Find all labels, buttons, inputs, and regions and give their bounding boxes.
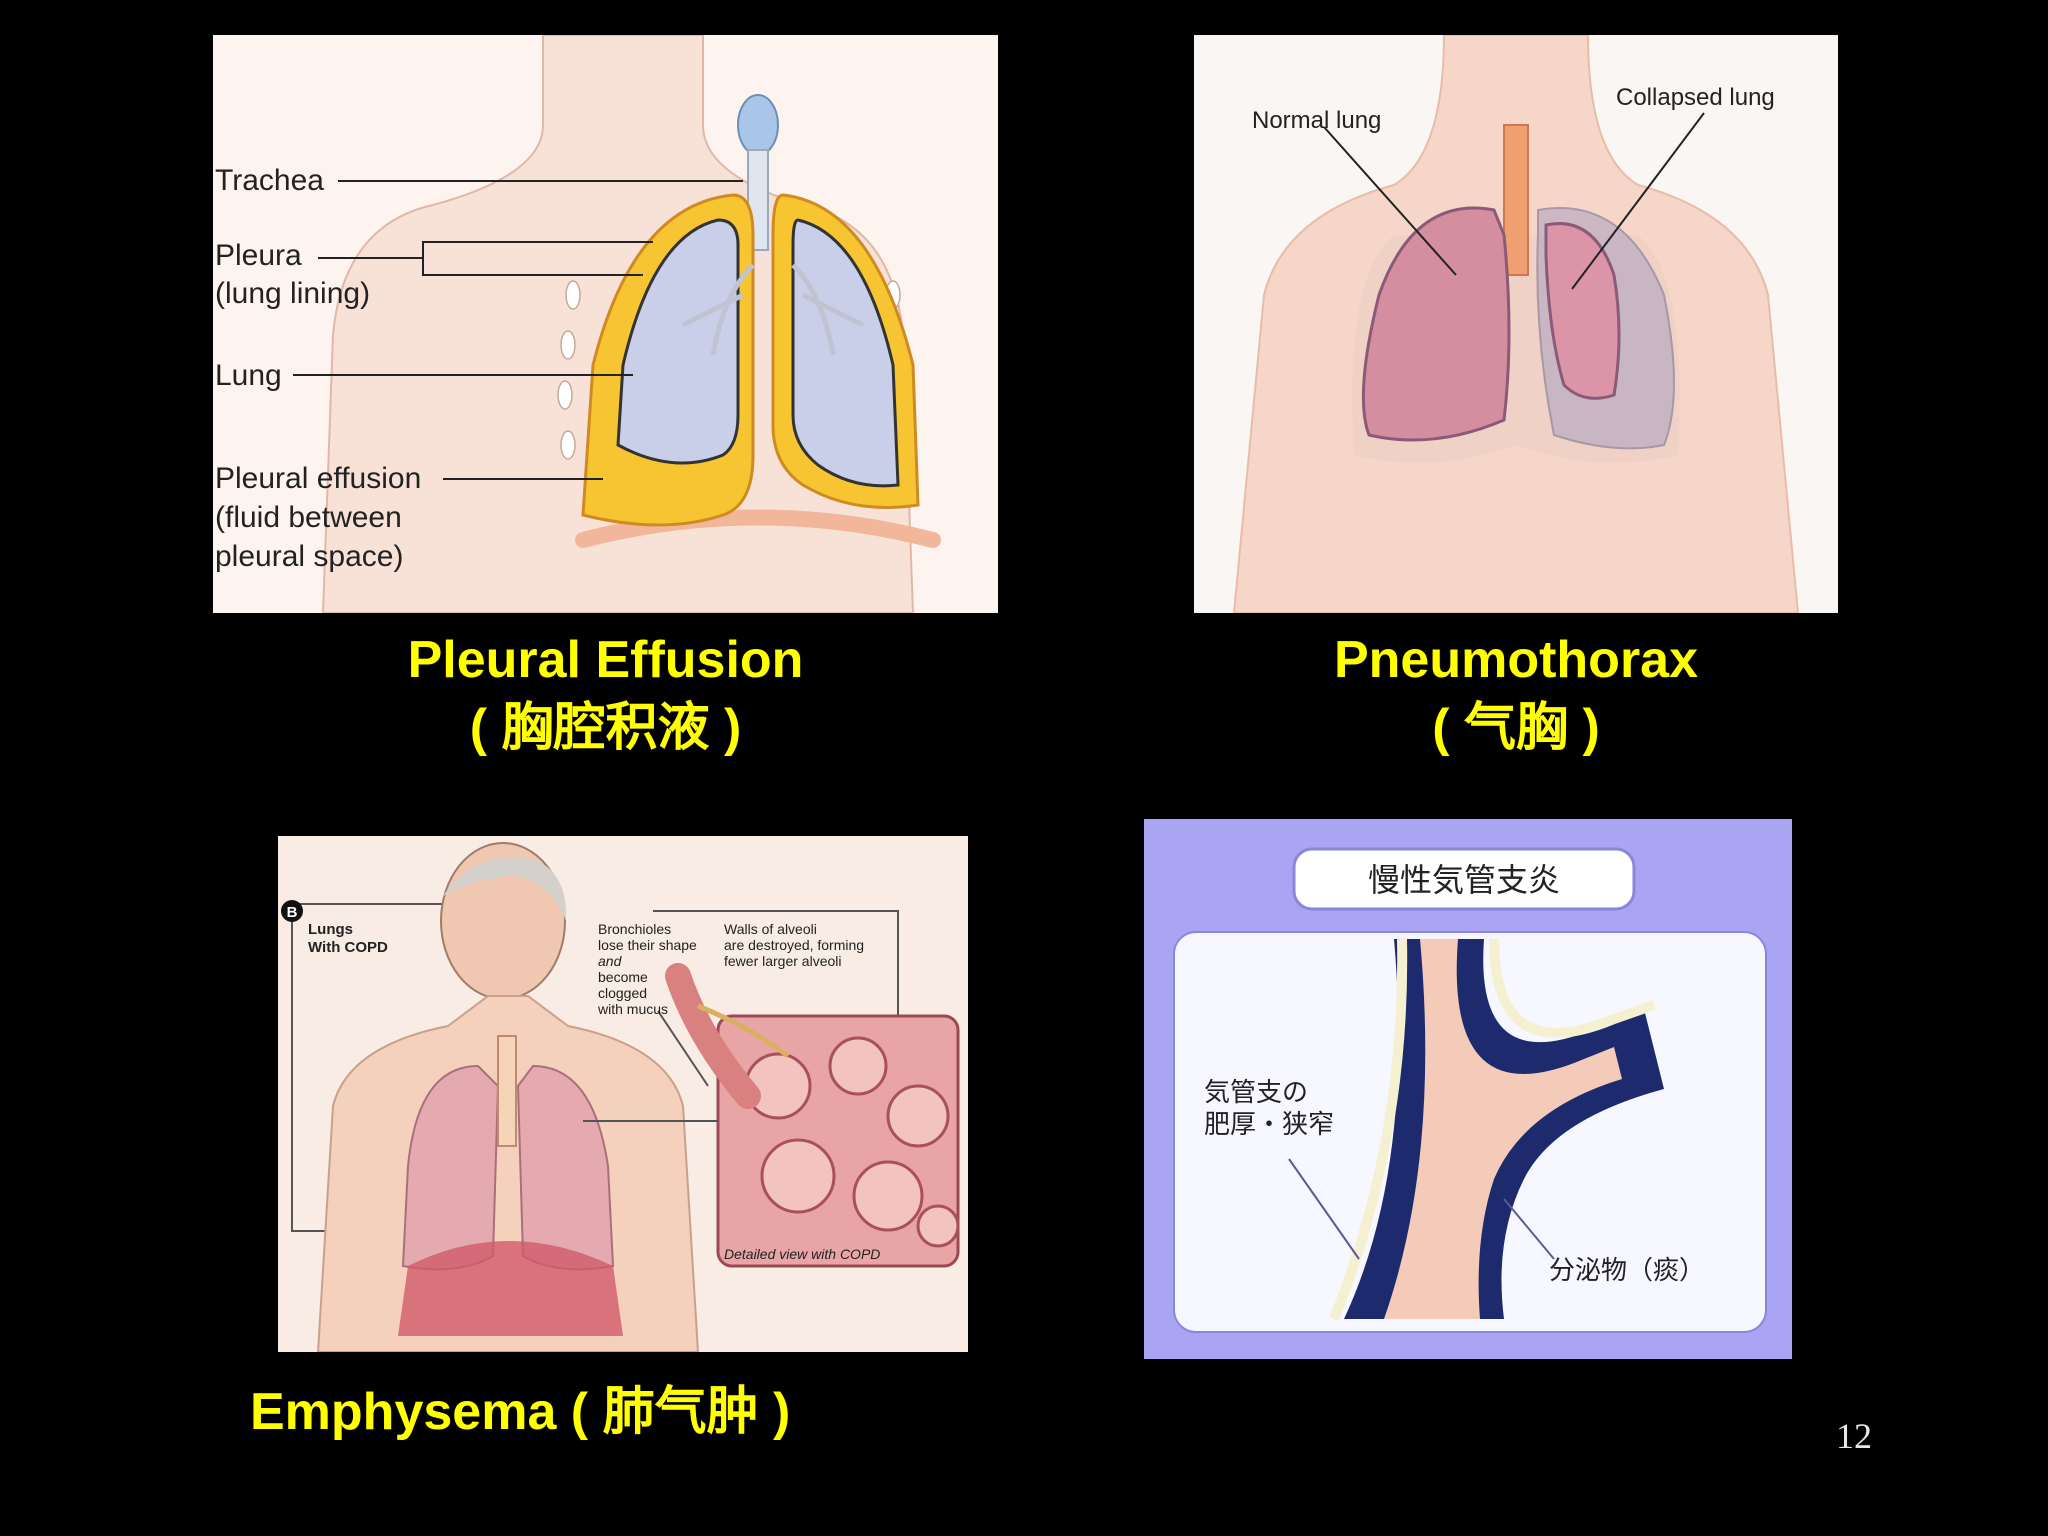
label-walls-3: fewer larger alveoli [724,953,842,969]
label-normal-lung: Normal lung [1252,107,1381,134]
label-collapsed-lung: Collapsed lung [1616,84,1775,111]
emphysema-badge: B [287,904,298,921]
label-with-copd: With COPD [308,939,388,956]
label-bron-1: Bronchioles [598,921,671,937]
pleural-effusion-subtitle: ( 胸腔积液 ) [469,699,742,757]
emphysema-title: Emphysema ( 肺气肿 ) [250,1383,791,1441]
pneumothorax-title: Pneumothorax [1333,631,1699,689]
label-secretion: 分泌物（痰） [1549,1255,1705,1285]
bronchitis-title: 慢性気管支炎 [1368,862,1560,898]
chronic-bronchitis-illustration: 慢性気管支炎 気管支の 肥厚・狭窄 分泌物（痰） [1144,819,1792,1359]
label-thickening-1: 気管支の [1204,1077,1308,1107]
label-walls-1: Walls of alveoli [724,921,817,937]
label-effusion-sub2: pleural space) [215,540,403,573]
pleural-effusion-illustration: Trachea Pleura (lung lining) Lung Pleura… [213,35,998,613]
pneumothorax-svg: Normal lung Collapsed lung [1232,35,1800,613]
pleural-effusion-caption: Pleural Effusion ( 胸腔积液 ) [213,626,998,762]
pleural-effusion-svg: Trachea Pleura (lung lining) Lung Pleura… [215,35,941,613]
pneumothorax-caption: Pneumothorax ( 气胸 ) [1194,626,1838,762]
label-walls-2: are destroyed, forming [724,937,864,953]
emphysema-caption: Emphysema ( 肺气肿 ) [250,1378,940,1446]
pneumothorax-subtitle: ( 气胸 ) [1432,699,1600,757]
page-number: 12 [1836,1416,1872,1456]
label-bron-3: and [598,953,623,969]
label-bron-4: become [598,969,648,985]
label-lung: Lung [215,359,282,392]
pleural-effusion-title: Pleural Effusion [407,631,804,689]
emphysema-svg: B Lungs With COPD Bronchioles lose their… [281,842,960,1352]
label-bron-6: with mucus [597,1001,668,1017]
label-detailed-view: Detailed view with COPD [724,1246,880,1262]
pneumothorax-illustration: Normal lung Collapsed lung [1194,35,1838,613]
label-effusion-sub1: (fluid between [215,501,402,534]
label-thickening-2: 肥厚・狭窄 [1204,1109,1334,1139]
label-bron-2: lose their shape [598,937,697,953]
label-lungs: Lungs [308,921,353,938]
emphysema-illustration: B Lungs With COPD Bronchioles lose their… [278,836,968,1352]
chronic-bronchitis-svg: 慢性気管支炎 気管支の 肥厚・狭窄 分泌物（痰） [1173,847,1767,1333]
label-pleura-sub: (lung lining) [215,277,370,310]
label-trachea: Trachea [215,164,324,197]
label-effusion: Pleural effusion [215,462,421,495]
label-bron-5: clogged [598,985,647,1001]
label-pleura: Pleura [215,239,302,272]
